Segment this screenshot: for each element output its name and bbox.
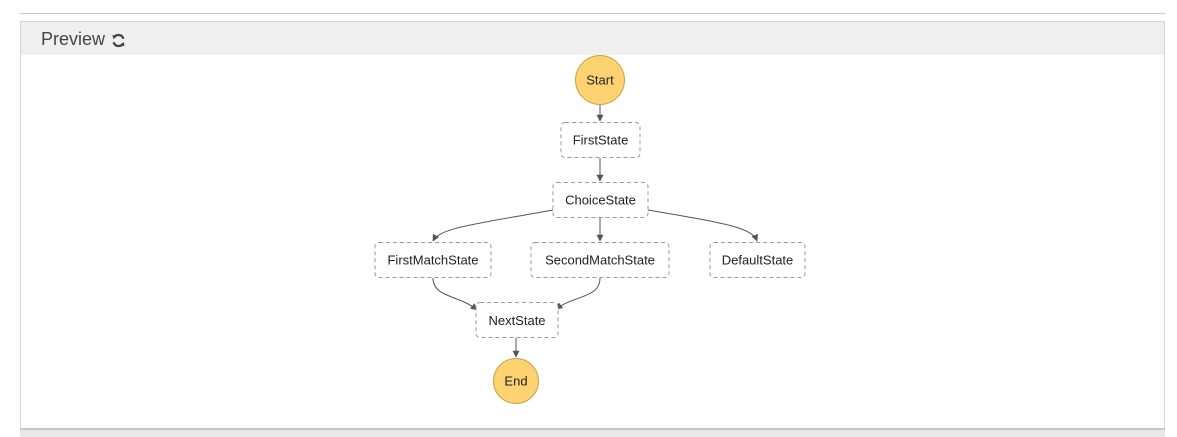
state-second-match[interactable]: SecondMatchState	[530, 242, 670, 278]
top-divider	[20, 13, 1165, 14]
state-next-label: NextState	[488, 313, 545, 328]
refresh-icon[interactable]	[111, 32, 126, 48]
state-first-label: FirstState	[573, 133, 629, 148]
state-default[interactable]: DefaultState	[709, 242, 806, 278]
state-choice-label: ChoiceState	[565, 193, 636, 208]
end-node[interactable]: End	[493, 358, 539, 404]
state-first-match-label: FirstMatchState	[387, 253, 478, 268]
state-first-match[interactable]: FirstMatchState	[374, 242, 492, 278]
bottom-divider	[20, 428, 1165, 437]
state-first[interactable]: FirstState	[560, 122, 641, 158]
start-node[interactable]: Start	[575, 55, 625, 105]
preview-title: Preview	[41, 29, 106, 49]
preview-title-group: Preview	[41, 29, 126, 50]
state-second-match-label: SecondMatchState	[545, 253, 655, 268]
state-choice[interactable]: ChoiceState	[552, 182, 649, 218]
preview-panel-header: Preview	[21, 22, 1164, 55]
edge-second-match-to-next	[555, 277, 601, 310]
edge-first-match-to-next	[432, 277, 478, 311]
start-label: Start	[586, 73, 614, 88]
state-next[interactable]: NextState	[475, 302, 559, 338]
end-label: End	[504, 374, 527, 389]
edge-choice-to-first-match	[432, 209, 554, 242]
state-default-label: DefaultState	[722, 253, 794, 268]
preview-panel: Preview	[20, 21, 1165, 429]
edge-choice-to-default	[647, 209, 758, 242]
